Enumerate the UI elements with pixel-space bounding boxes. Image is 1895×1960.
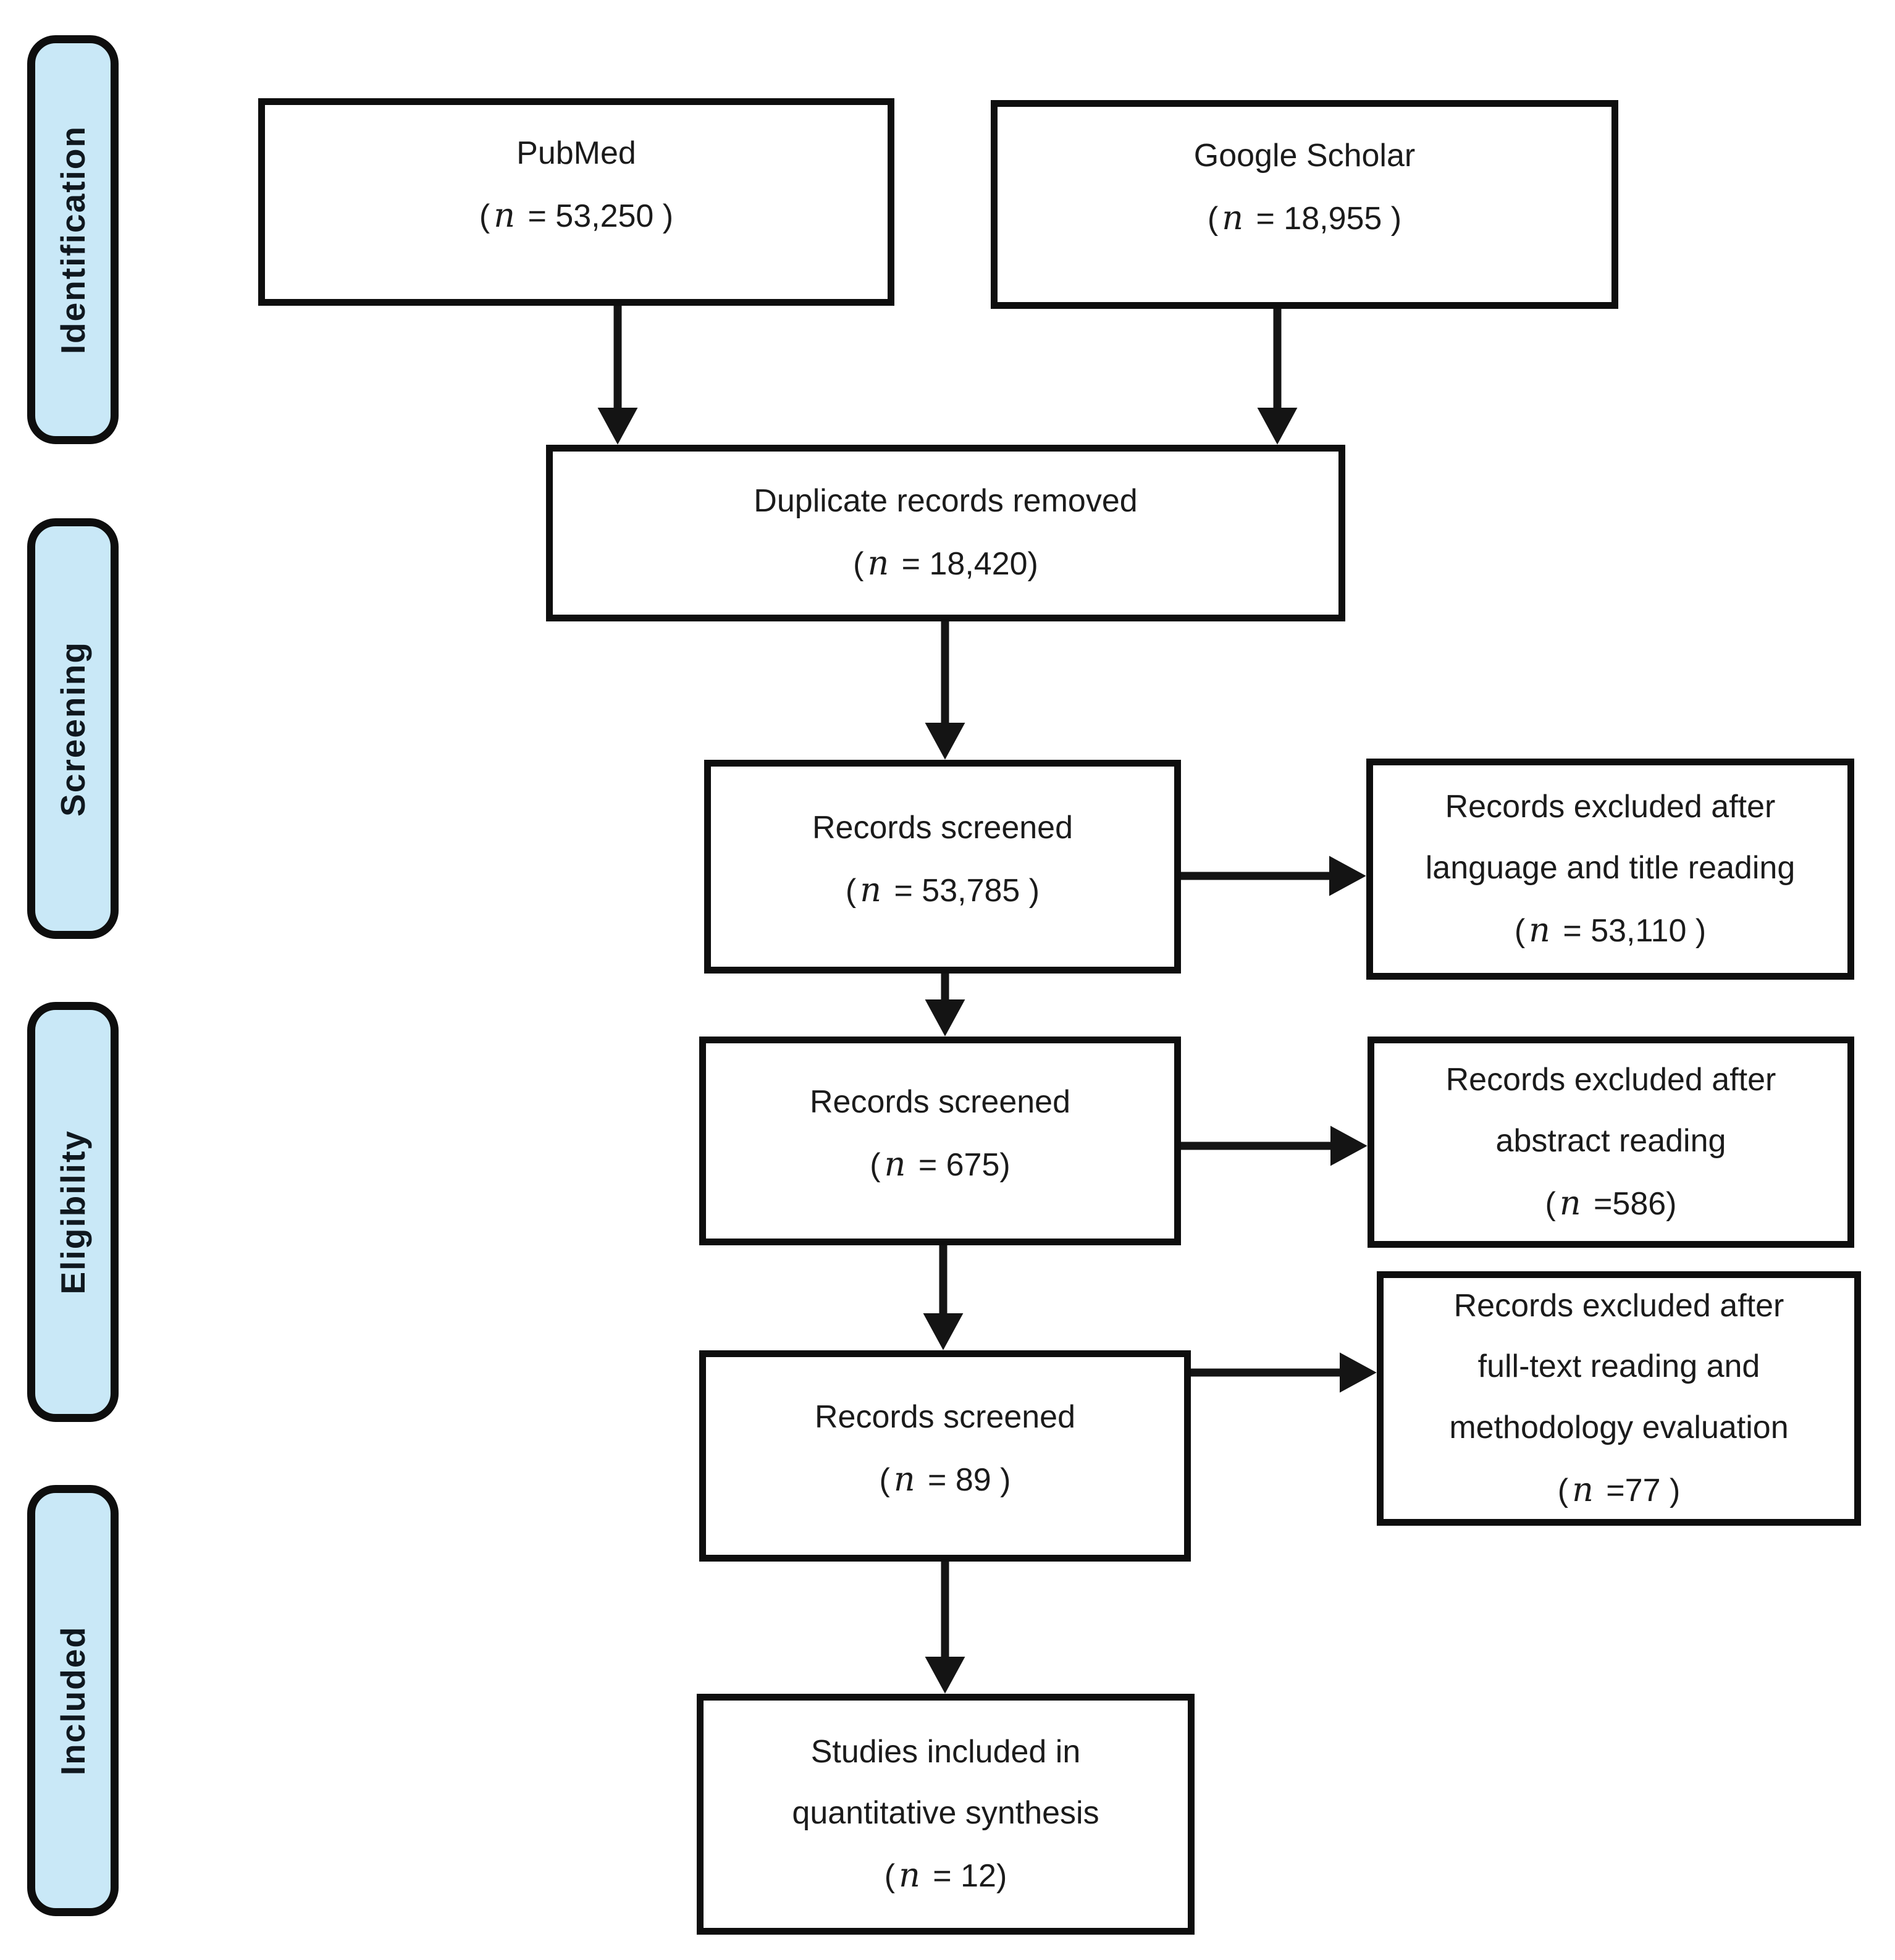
box-label-line: quantitative synthesis bbox=[792, 1794, 1099, 1831]
n-symbol: n bbox=[1222, 198, 1244, 238]
n-symbol: n bbox=[1559, 1183, 1581, 1222]
stage-label-eligibility: Eligibility bbox=[27, 1002, 119, 1422]
box-label-line: Records screened bbox=[812, 810, 1073, 846]
n-symbol: n bbox=[1572, 1470, 1594, 1509]
n-count-line: (n = 53,110 ) bbox=[1514, 910, 1707, 949]
box-label-line: Duplicate records removed bbox=[754, 483, 1138, 519]
box-google-scholar: Google Scholar (n = 18,955 ) bbox=[991, 100, 1618, 309]
n-count-line: (n = 89 ) bbox=[879, 1460, 1011, 1499]
box-excluded-abstract: Records excluded after abstract reading … bbox=[1368, 1037, 1854, 1248]
n-symbol: n bbox=[884, 1145, 906, 1184]
box-label-line: PubMed bbox=[516, 135, 636, 172]
box-records-screened-3: Records screened (n = 89 ) bbox=[699, 1350, 1191, 1562]
box-label-line: Studies included in bbox=[810, 1733, 1081, 1770]
n-symbol: n bbox=[1529, 910, 1550, 949]
box-label-line: Google Scholar bbox=[1193, 138, 1416, 174]
n-count-line: (n =586) bbox=[1545, 1183, 1677, 1222]
n-count-line: (n = 53,250 ) bbox=[479, 196, 674, 235]
box-label-line: Records excluded after bbox=[1445, 788, 1776, 825]
n-symbol: n bbox=[867, 544, 889, 583]
box-studies-included: Studies included in quantitative synthes… bbox=[697, 1694, 1195, 1935]
n-symbol: n bbox=[494, 196, 516, 235]
box-duplicates-removed: Duplicate records removed (n = 18,420) bbox=[546, 445, 1345, 621]
n-symbol: n bbox=[893, 1460, 915, 1499]
n-count-line: (n =77 ) bbox=[1557, 1470, 1681, 1509]
stage-label-identification: Identification bbox=[27, 35, 119, 444]
box-label-line: Records screened bbox=[815, 1399, 1075, 1436]
box-pubmed: PubMed (n = 53,250 ) bbox=[258, 98, 894, 306]
n-count-line: (n = 53,785 ) bbox=[845, 870, 1040, 910]
box-records-screened-2: Records screened (n = 675) bbox=[699, 1037, 1181, 1245]
box-label-line: Records screened bbox=[810, 1084, 1070, 1121]
box-records-screened-1: Records screened (n = 53,785 ) bbox=[704, 760, 1181, 974]
box-label-line: methodology evaluation bbox=[1449, 1410, 1789, 1446]
n-symbol: n bbox=[899, 1855, 920, 1895]
box-label-line: Records excluded after bbox=[1453, 1287, 1784, 1324]
stage-label-text: Screening bbox=[54, 641, 92, 817]
n-count-line: (n = 675) bbox=[870, 1145, 1011, 1184]
box-label-line: full-text reading and bbox=[1477, 1348, 1760, 1385]
stage-label-included: Included bbox=[27, 1485, 119, 1916]
box-excluded-language-title: Records excluded after language and titl… bbox=[1366, 759, 1854, 980]
n-symbol: n bbox=[860, 870, 882, 910]
stage-label-text: Eligibility bbox=[54, 1129, 92, 1295]
box-label-line: language and title reading bbox=[1425, 849, 1796, 886]
stage-label-text: Included bbox=[54, 1625, 92, 1776]
box-label-line: abstract reading bbox=[1495, 1122, 1726, 1159]
n-count-line: (n = 12) bbox=[884, 1855, 1007, 1895]
stage-label-text: Identification bbox=[54, 125, 92, 355]
box-excluded-fulltext: Records excluded after full-text reading… bbox=[1377, 1271, 1861, 1526]
stage-label-screening: Screening bbox=[27, 518, 119, 939]
n-count-line: (n = 18,420) bbox=[853, 544, 1038, 583]
n-count-line: (n = 18,955 ) bbox=[1207, 198, 1402, 238]
box-label-line: Records excluded after bbox=[1445, 1061, 1776, 1098]
